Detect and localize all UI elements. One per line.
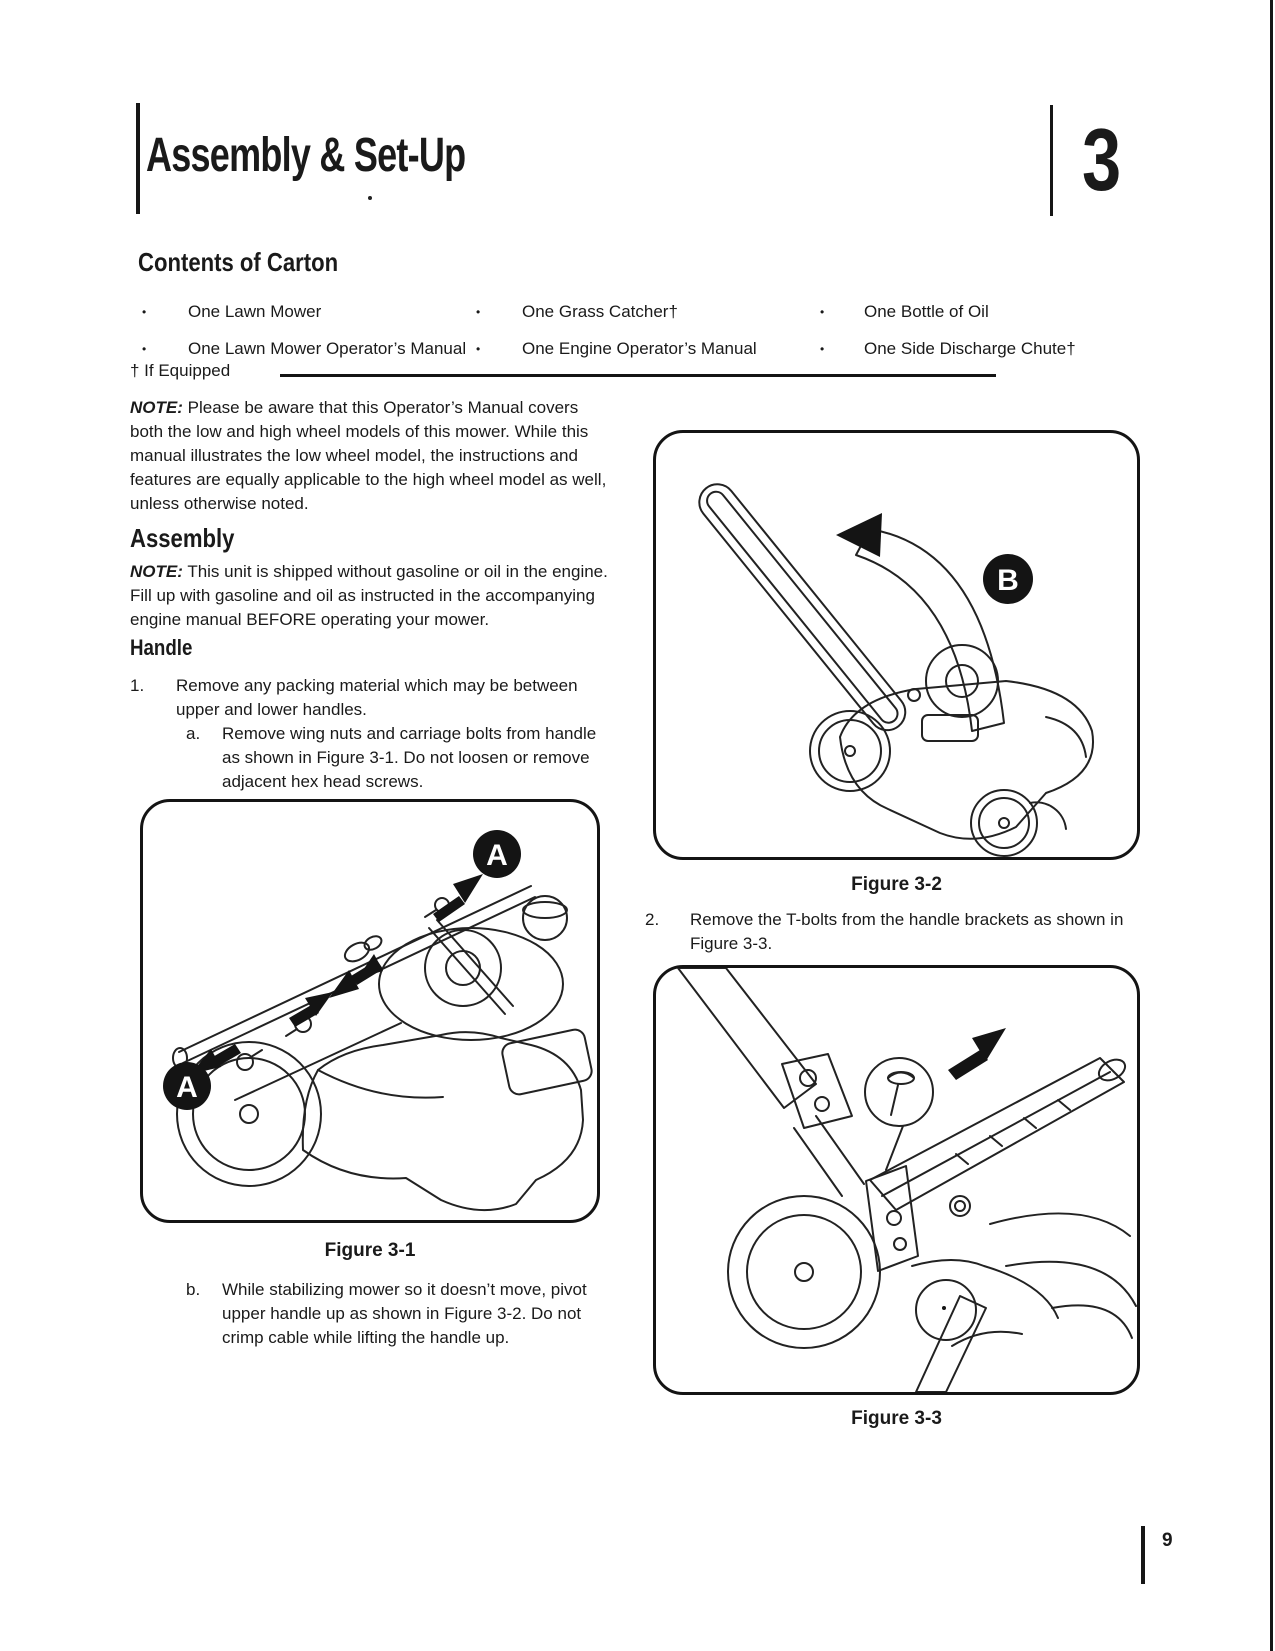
figure-3-3-illustration (677, 968, 1137, 1392)
bullet-icon: • (142, 305, 147, 319)
chapter-number-rule (1050, 105, 1053, 216)
page-number: 9 (1162, 1530, 1173, 1551)
carton-footnote: † If Equipped (130, 361, 231, 380)
scan-edge-line (1270, 0, 1273, 1651)
note-text: This unit is shipped without gasoline or… (130, 562, 608, 629)
step-number: 2. (645, 910, 660, 929)
scan-speck (368, 196, 372, 200)
badge-letter: A (486, 839, 508, 872)
step-text: Remove the T-bolts from the handle brack… (690, 910, 1124, 953)
carton-item: One Bottle of Oil (864, 302, 989, 321)
badge-letter: B (997, 564, 1019, 597)
circled-a-badge: A (473, 830, 521, 878)
handle-bracket-rail (865, 1057, 1127, 1272)
mower-wheel (176, 1041, 322, 1187)
assembly-note: NOTE: This unit is shipped without gasol… (130, 560, 612, 632)
handle-heading: Handle (130, 635, 193, 660)
t-bolt-magnifier (864, 1057, 934, 1171)
chapter-title-rule (136, 103, 140, 214)
chapter-number: 3 (1082, 110, 1122, 209)
mower-deck (911, 1212, 1137, 1347)
figure-3-2-frame: B (653, 430, 1140, 860)
carton-heading: Contents of Carton (138, 247, 339, 277)
bullet-icon: • (820, 342, 825, 356)
carton-item: One Lawn Mower Operator’s Manual (188, 339, 467, 358)
page-number-rule (1141, 1526, 1145, 1584)
figure-caption: Figure 3-1 (324, 1240, 416, 1261)
mower-wheel (727, 1195, 881, 1349)
mower-deck (301, 1031, 584, 1212)
bullet-icon: • (476, 305, 481, 319)
detail-magnifier (915, 1279, 977, 1341)
footnote-rule (280, 374, 996, 377)
badge-letter: A (176, 1071, 198, 1104)
mower-deck (839, 680, 1094, 840)
figure-caption: Figure 3-2 (851, 874, 942, 895)
substep-text: Remove wing nuts and carriage bolts from… (222, 724, 597, 791)
substep-letter: b. (186, 1280, 201, 1299)
bullet-icon: • (142, 342, 147, 356)
chute-strip (915, 1295, 987, 1392)
assembly-heading: Assembly (130, 523, 235, 553)
figure-3-2-illustration: B (698, 483, 1094, 857)
circled-a-badge: A (163, 1062, 211, 1110)
note-text: Please be aware that this Operator’s Man… (130, 398, 607, 513)
page-title: Assembly & Set-Up (146, 129, 466, 182)
direction-arrows (191, 874, 483, 1074)
bullet-icon: • (820, 305, 825, 319)
note-label: NOTE: (130, 562, 183, 581)
note-label: NOTE: (130, 398, 183, 417)
carton-item: One Engine Operator’s Manual (522, 339, 757, 358)
pivot-arrow (836, 513, 1005, 732)
mower-handle (677, 968, 865, 1197)
figure-3-1-illustration: A A (163, 830, 593, 1212)
carton-item: One Lawn Mower (188, 302, 322, 321)
wing-nut-icon (343, 935, 383, 963)
figure-caption: Figure 3-3 (851, 1408, 942, 1429)
carton-item: One Side Discharge Chute† (864, 339, 1076, 358)
mower-engine (378, 895, 593, 1096)
mower-engine (921, 644, 1087, 758)
substep-letter: a. (186, 724, 201, 743)
direction-arrow (948, 1028, 1006, 1080)
figure-3-1-frame: A A (140, 799, 600, 1223)
step-text: Remove any packing material which may be… (176, 676, 578, 719)
mower-wheel (809, 710, 1067, 857)
substep-text: While stabilizing mower so it doesn’t mo… (222, 1280, 587, 1347)
bullet-icon: • (476, 342, 481, 356)
figure-3-3-frame (653, 965, 1140, 1395)
intro-note: NOTE: Please be aware that this Operator… (130, 396, 612, 516)
mower-handle (172, 885, 536, 1101)
mower-handle (698, 483, 921, 732)
step-number: 1. (130, 676, 145, 695)
carton-item: One Grass Catcher† (522, 302, 678, 321)
circled-b-badge: B (983, 554, 1033, 604)
